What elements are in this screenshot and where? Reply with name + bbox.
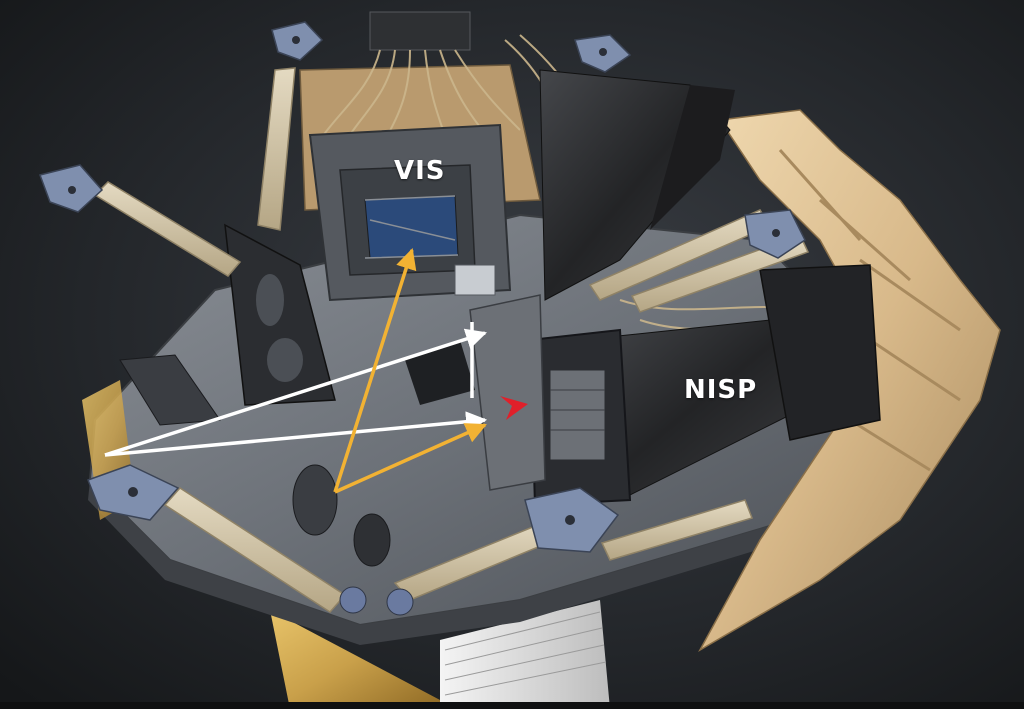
thermal-blanket-side — [650, 85, 735, 230]
light-path-orange — [333, 247, 487, 494]
support-panel-small — [119, 354, 221, 426]
light-path-white — [104, 322, 488, 457]
bracket-trident-marks — [68, 36, 780, 525]
nisp-instrument — [528, 264, 881, 507]
bottom-strip — [0, 702, 1024, 709]
light-path-red — [500, 396, 528, 420]
sunshield-ribs — [778, 149, 961, 472]
connector-block — [369, 11, 471, 51]
deck-rim — [88, 480, 790, 645]
vis-label: VIS — [394, 156, 446, 186]
deck-opening — [405, 340, 475, 405]
struts — [93, 67, 810, 613]
vis-instrument — [308, 123, 512, 302]
deck-hardware — [292, 264, 496, 616]
nisp-label: NISP — [684, 375, 758, 405]
service-module — [270, 600, 610, 709]
